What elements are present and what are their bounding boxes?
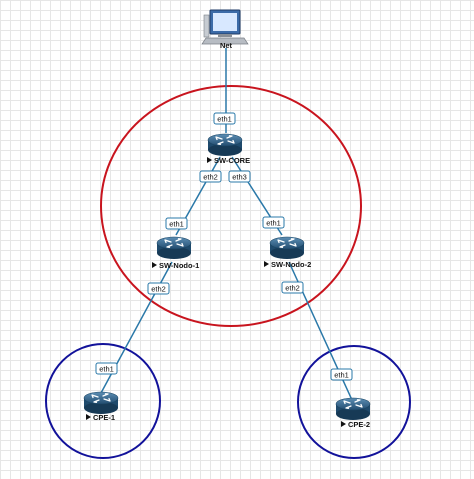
- node-sw-core-label: SW-CORE: [214, 156, 250, 165]
- play-icon: [152, 262, 157, 268]
- port-label: eth1: [334, 371, 349, 380]
- play-icon: [341, 421, 346, 427]
- port-cpe1-eth1[interactable]: eth1: [95, 362, 118, 375]
- port-label: eth2: [151, 285, 166, 294]
- node-net-label: Net: [220, 41, 233, 50]
- node-sw-nodo-1-label: SW-Nodo-1: [159, 261, 199, 270]
- port-cpe2-eth1[interactable]: eth1: [330, 368, 353, 381]
- port-label: eth1: [217, 115, 232, 124]
- router-icon: [269, 236, 305, 260]
- port-label: eth2: [285, 284, 300, 293]
- router-icon: [83, 391, 119, 415]
- play-icon: [207, 157, 212, 163]
- port-nodo2-eth1[interactable]: eth1: [262, 216, 285, 229]
- node-cpe-1-label: CPE-1: [93, 413, 115, 422]
- router-icon: [156, 236, 192, 260]
- port-core-eth3[interactable]: eth3: [228, 170, 251, 183]
- node-cpe-2[interactable]: CPE-2: [335, 397, 371, 429]
- port-label: eth1: [169, 220, 184, 229]
- cpe1-group-ring: [45, 343, 161, 459]
- node-sw-core[interactable]: SW-CORE: [207, 133, 250, 165]
- port-nodo2-eth2[interactable]: eth2: [281, 281, 304, 294]
- port-label: eth1: [266, 219, 281, 228]
- node-sw-nodo-1[interactable]: SW-Nodo-1: [152, 236, 199, 270]
- router-icon: [207, 133, 243, 157]
- router-icon: [335, 397, 371, 421]
- node-cpe-1[interactable]: CPE-1: [83, 391, 119, 422]
- node-cpe-2-label: CPE-2: [348, 420, 370, 429]
- node-sw-nodo-2-label: SW-Nodo-2: [271, 260, 311, 269]
- cpe2-group-ring: [297, 345, 411, 459]
- port-label: eth1: [99, 365, 114, 374]
- play-icon: [264, 261, 269, 267]
- monitor-icon: [201, 9, 249, 45]
- core-group-ring: [100, 85, 362, 327]
- port-core-eth2[interactable]: eth2: [199, 170, 222, 183]
- port-core-eth1[interactable]: eth1: [213, 112, 236, 125]
- port-label: eth2: [203, 173, 218, 182]
- node-net[interactable]: Net: [201, 9, 249, 50]
- port-label: eth3: [232, 173, 247, 182]
- port-nodo1-eth2[interactable]: eth2: [147, 282, 170, 295]
- play-icon: [86, 414, 91, 420]
- port-nodo1-eth1[interactable]: eth1: [165, 217, 188, 230]
- node-sw-nodo-2[interactable]: SW-Nodo-2: [264, 236, 311, 269]
